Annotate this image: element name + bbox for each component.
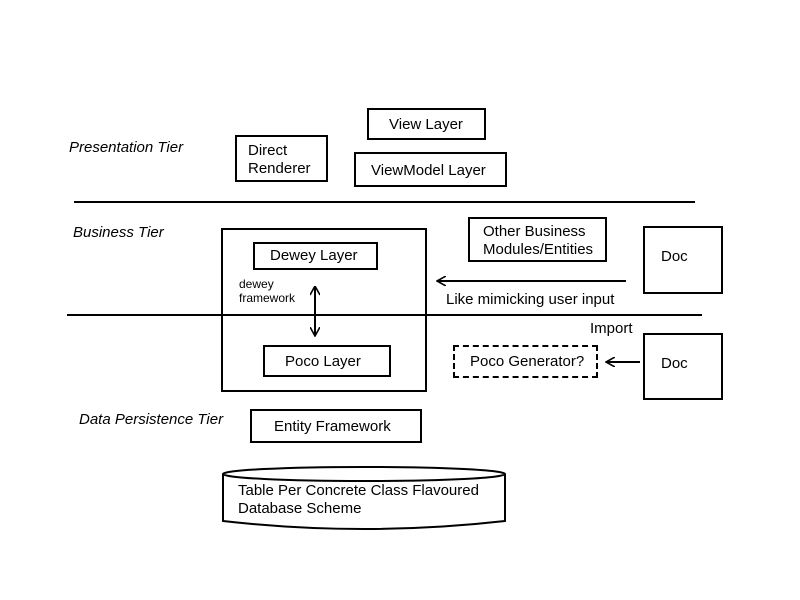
tier-label-presentation: Presentation Tier <box>69 139 184 156</box>
import-label: Import <box>590 320 633 337</box>
poco-layer-box: Poco Layer <box>263 345 391 377</box>
doc-bottom-label: Doc <box>661 355 688 372</box>
doc-box-bottom: Doc <box>643 333 723 400</box>
poco-generator-label: Poco Generator? <box>470 353 585 370</box>
viewmodel-layer-label: ViewModel Layer <box>371 162 486 179</box>
dewey-layer-label: Dewey Layer <box>270 247 358 264</box>
direct-renderer-box: Direct Renderer <box>235 135 328 182</box>
other-business-box: Other Business Modules/Entities <box>468 217 607 262</box>
mimicking-input-label: Like mimicking user input <box>446 291 615 308</box>
poco-layer-label: Poco Layer <box>285 353 361 370</box>
database-top <box>222 466 506 482</box>
tier-label-business: Business Tier <box>73 224 164 241</box>
direct-renderer-label: Direct Renderer <box>248 142 311 177</box>
doc-box-top: Doc <box>643 226 723 294</box>
database-cylinder <box>222 474 506 530</box>
business-container-box <box>221 228 427 392</box>
other-business-label: Other Business Modules/Entities <box>483 223 594 258</box>
dewey-layer-box: Dewey Layer <box>253 242 378 270</box>
poco-generator-box: Poco Generator? <box>453 345 598 378</box>
view-layer-box: View Layer <box>367 108 486 140</box>
doc-top-label: Doc <box>661 248 688 265</box>
entity-framework-box: Entity Framework <box>250 409 422 443</box>
viewmodel-layer-box: ViewModel Layer <box>354 152 507 187</box>
tier-label-data-persistence: Data Persistence Tier <box>79 411 224 428</box>
entity-framework-label: Entity Framework <box>274 418 391 435</box>
database-label: Table Per Concrete Class Flavoured Datab… <box>238 482 479 517</box>
dewey-framework-label: dewey framework <box>239 277 296 305</box>
view-layer-label: View Layer <box>389 116 463 133</box>
